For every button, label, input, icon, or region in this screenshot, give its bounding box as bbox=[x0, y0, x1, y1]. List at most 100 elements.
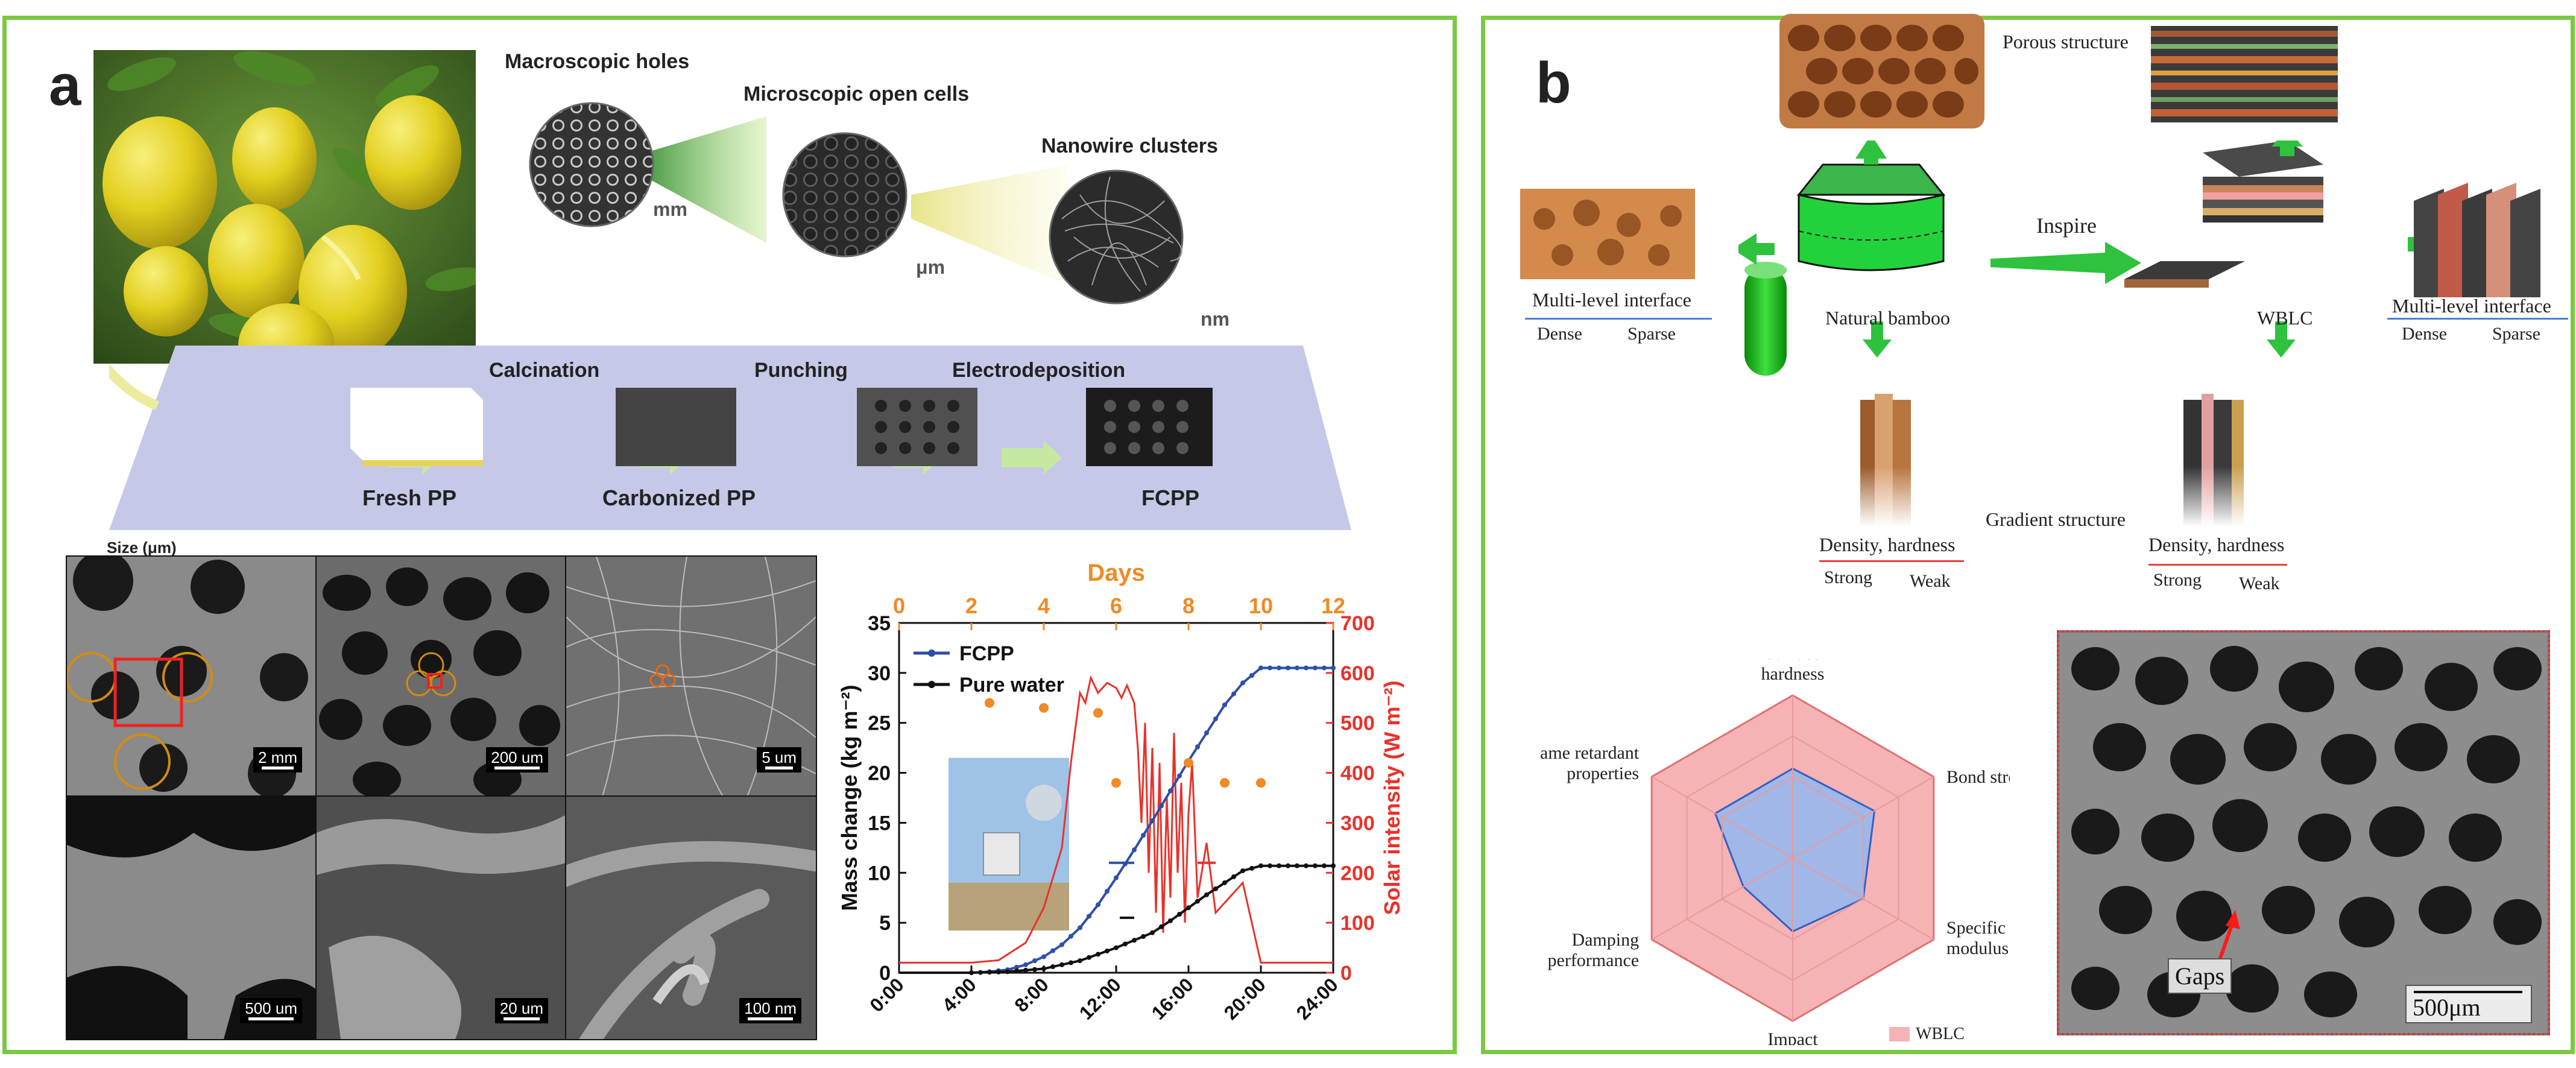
natural-bamboo-label: Natural bamboo bbox=[1825, 307, 1951, 329]
legend-water-marker bbox=[928, 681, 935, 688]
pure-water-point bbox=[1222, 880, 1227, 885]
pure-water-point bbox=[1069, 960, 1073, 965]
natural-bamboo-illustration bbox=[1738, 141, 1946, 376]
y-right-tick-label: 100 bbox=[1340, 912, 1375, 935]
multi-level-interface-left-label: Multi-level interface bbox=[1532, 289, 1691, 311]
pure-water-point bbox=[1258, 863, 1263, 868]
dense-label-left: Dense bbox=[1537, 324, 1582, 344]
radar-axis-label: Bond strength bbox=[1946, 767, 2010, 787]
fcpp-point bbox=[1096, 902, 1100, 908]
dense-label-right: Dense bbox=[2402, 324, 2447, 344]
fcpp-point bbox=[1295, 665, 1299, 671]
radar-axis-line bbox=[1651, 776, 1793, 859]
fcpp-point bbox=[1014, 964, 1019, 970]
pure-water-point bbox=[1213, 886, 1218, 891]
y-left-tick-label: 10 bbox=[868, 862, 891, 885]
pure-water-point bbox=[1132, 938, 1137, 943]
fcpp-point bbox=[1213, 716, 1218, 722]
days-point bbox=[1220, 778, 1230, 788]
gaps-label: Gaps bbox=[2168, 958, 2232, 994]
um-unit-label: μm bbox=[916, 256, 945, 278]
gradient-strip-bamboo bbox=[1854, 394, 1921, 526]
radar-legend-label-wblc: WBLC bbox=[1916, 1025, 1965, 1043]
pure-water-point bbox=[1096, 952, 1100, 957]
sem-image-500um: 500 um bbox=[66, 795, 318, 1040]
fcpp-point bbox=[1023, 962, 1028, 967]
pure-water-point bbox=[987, 970, 992, 975]
fcpp-point bbox=[1177, 773, 1182, 779]
sparse-label-left: Sparse bbox=[1627, 324, 1676, 344]
top-axis-tick-label: 6 bbox=[1110, 593, 1122, 618]
x-tick-label: 4:00 bbox=[938, 973, 980, 1016]
multi-level-interface-left-block bbox=[1520, 189, 1695, 279]
sem-scale-bar-500um: 500μm bbox=[2405, 985, 2532, 1023]
y-right-axis-title: Solar intensity (W m⁻²) bbox=[1380, 680, 1404, 915]
legend-fcpp-marker bbox=[928, 649, 935, 657]
pure-water-point bbox=[1005, 969, 1010, 975]
hierarchy-zoom-diagram bbox=[529, 102, 1184, 305]
pure-water-point bbox=[1322, 863, 1327, 868]
gradient-strip-wblc bbox=[2177, 394, 2256, 526]
gradient-structure-label: Gradient structure bbox=[1986, 508, 2126, 530]
y-right-tick-label: 400 bbox=[1340, 762, 1375, 785]
pure-water-point bbox=[1286, 863, 1290, 868]
pure-water-point bbox=[1249, 865, 1254, 871]
pure-water-point bbox=[1159, 924, 1164, 929]
fcpp-point bbox=[1150, 818, 1155, 824]
nanowire-clusters-label: Nanowire clusters bbox=[1041, 134, 1218, 157]
strong-label-left: Strong bbox=[1824, 567, 1873, 587]
photo-ground bbox=[949, 882, 1069, 931]
fcpp-point bbox=[1249, 673, 1254, 678]
pure-water-point bbox=[1078, 958, 1082, 964]
porous-structure-label: Porous structure bbox=[2003, 31, 2129, 52]
fcpp-point bbox=[1168, 788, 1173, 794]
fcpp-point bbox=[1105, 888, 1110, 894]
days-point bbox=[1256, 778, 1266, 788]
porous-bamboo-block bbox=[1779, 14, 1984, 128]
step-electrodeposition: Electrodeposition bbox=[952, 359, 1126, 382]
strong-weak-arrow-left bbox=[1819, 560, 1964, 562]
pure-water-point bbox=[1195, 899, 1200, 904]
pure-water-point bbox=[969, 970, 974, 975]
layered-wblc-block bbox=[2151, 26, 2338, 122]
radar-axis-label: Impacttoughness bbox=[1757, 1029, 1829, 1045]
sem-image-2mm: 2 mm bbox=[66, 555, 318, 798]
macroscopic-holes-label: Macroscopic holes bbox=[505, 50, 690, 73]
pure-water-point bbox=[1032, 967, 1037, 972]
top-axis-label: Days bbox=[1087, 560, 1145, 586]
pure-water-point bbox=[1313, 863, 1318, 868]
process-band bbox=[109, 346, 1351, 530]
fcpp-point bbox=[1032, 958, 1037, 964]
inspire-label: Inspire bbox=[2036, 213, 2097, 238]
fcpp-point bbox=[1277, 665, 1281, 671]
pure-water-point bbox=[1277, 863, 1281, 868]
pure-water-point bbox=[1114, 945, 1119, 950]
top-axis-tick-label: 8 bbox=[1182, 593, 1195, 618]
x-tick-label: 8:00 bbox=[1010, 973, 1053, 1016]
days-point bbox=[1093, 708, 1103, 718]
multi-level-interface-right-label: Multi-level interface bbox=[2392, 295, 2551, 317]
pure-water-point bbox=[1087, 955, 1091, 960]
pure-water-point bbox=[1050, 964, 1055, 970]
fcpp-point bbox=[1322, 665, 1327, 671]
fcpp-point bbox=[1286, 665, 1290, 671]
y-left-tick-label: 0 bbox=[879, 962, 891, 985]
pure-water-point bbox=[1204, 892, 1209, 897]
fcpp-point bbox=[1267, 665, 1272, 671]
sparse-label-right: Sparse bbox=[2492, 324, 2540, 344]
radar-axis-line bbox=[1792, 858, 1934, 940]
photo-device bbox=[983, 832, 1020, 876]
sem-scale-bar-line bbox=[2414, 991, 2522, 993]
wblc-label: WBLC bbox=[2257, 307, 2313, 329]
y-left-axis-title: Mass change (kg m⁻²) bbox=[837, 684, 862, 911]
nm-unit-label: nm bbox=[1201, 308, 1230, 330]
sem-image-5um: 5 um bbox=[565, 555, 817, 798]
days-point bbox=[1039, 703, 1049, 713]
scale-bar-500um: 500 um bbox=[240, 998, 302, 1023]
y-right-tick-label: 200 bbox=[1340, 862, 1375, 885]
product-carbonized-pp: Carbonized PP bbox=[602, 485, 756, 510]
pure-water-point bbox=[1123, 941, 1128, 947]
fcpp-point bbox=[1132, 847, 1137, 853]
solar-intensity-line bbox=[899, 675, 1333, 964]
